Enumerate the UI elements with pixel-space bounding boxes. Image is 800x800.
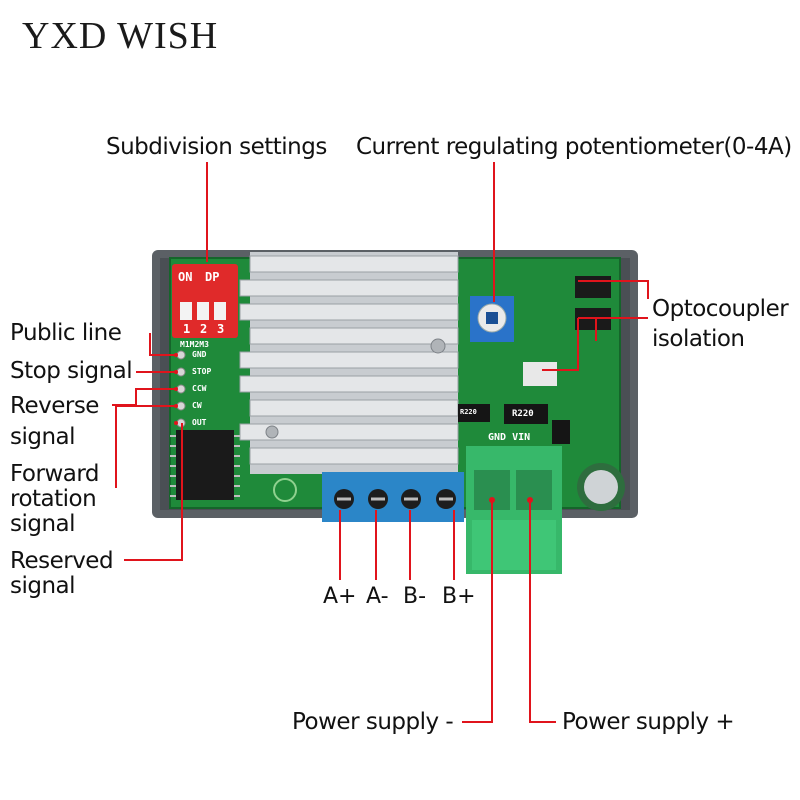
- label-public-line: Public line: [10, 320, 122, 346]
- terminal-label-b-plus: B+: [442, 584, 476, 609]
- label-stop-signal: Stop signal: [10, 358, 133, 384]
- pin-label-gnd: GND: [192, 350, 207, 359]
- label-power-plus: Power supply +: [562, 709, 735, 735]
- power-terminal-block: [466, 446, 562, 574]
- dip-num-1: 1: [183, 322, 191, 336]
- label-optocoupler-2: isolation: [652, 326, 745, 352]
- pin-label-stop: STOP: [192, 367, 212, 376]
- terminal-label-a-plus: A+: [323, 584, 357, 609]
- label-potentiometer: Current regulating potentiometer(0-4A): [356, 134, 792, 160]
- dip-switch: [172, 264, 238, 338]
- label-forward-1: Forward: [10, 461, 100, 487]
- label-forward-3: signal: [10, 511, 76, 537]
- label-subdivision-settings: Subdivision settings: [106, 134, 327, 160]
- label-reserved-2: signal: [10, 573, 76, 599]
- terminal-label-b-minus: B-: [403, 584, 427, 609]
- brand-watermark: YXD WISH: [22, 15, 219, 57]
- callout-lines: [112, 162, 649, 723]
- pin-label-ccw: CCW: [192, 384, 207, 393]
- label-reverse-2: signal: [10, 424, 76, 450]
- power-header-label: GND VIN: [488, 432, 531, 443]
- pin-label-out: OUT: [192, 418, 207, 427]
- label-power-minus: Power supply -: [292, 709, 454, 735]
- resistors: [458, 404, 570, 444]
- resistor-label-1: R220: [460, 408, 477, 416]
- label-forward-2: rotation: [10, 486, 97, 512]
- pin-label-cw: CW: [192, 401, 202, 410]
- pcb-logo: [273, 478, 297, 502]
- label-optocoupler-1: Optocoupler: [652, 296, 789, 322]
- potentiometer: [470, 296, 514, 342]
- callout-dots: [174, 353, 533, 503]
- label-reserved-1: Reserved: [10, 548, 114, 574]
- heat-sink: [239, 252, 459, 474]
- resistor-label-2: R220: [512, 409, 534, 419]
- driver-ic: [170, 430, 240, 500]
- terminal-label-a-minus: A-: [366, 584, 389, 609]
- dip-num-2: 2: [200, 322, 208, 336]
- dip-dp-label: DP: [205, 270, 220, 284]
- signal-pins: [176, 350, 186, 428]
- dip-on-label: ON: [178, 270, 193, 284]
- dip-mode-label: M1M2M3: [180, 340, 209, 349]
- label-reverse-1: Reverse: [10, 393, 99, 419]
- connector-chip: [523, 362, 557, 386]
- electrolytic-capacitor: [577, 463, 625, 511]
- dip-num-3: 3: [217, 322, 225, 336]
- motor-terminal-block: [322, 472, 464, 522]
